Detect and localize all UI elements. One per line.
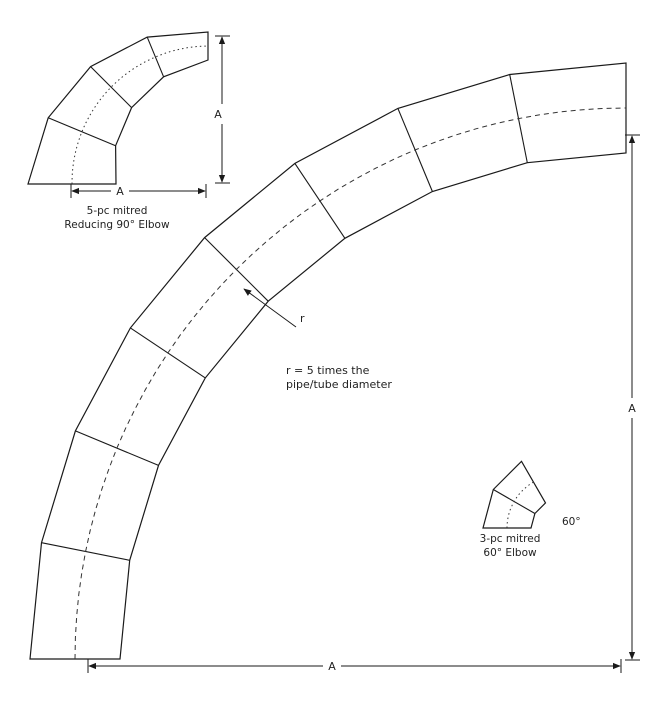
small-elbow-90: A A 5-pc mitred Reducing 90° Elbow [27,31,230,231]
small-60-caption-line1: 3-pc mitred [480,533,541,545]
large-elbow-outline [29,62,627,660]
small-60-caption-line2: 60° Elbow [483,547,537,559]
radius-arrow [243,288,297,328]
small-60-angle-label: 60° [562,516,581,528]
small-90-caption-line2: Reducing 90° Elbow [64,219,170,231]
radius-label: r [300,312,305,325]
small-elbow-60-centerline [506,481,534,528]
elbow-seam [146,36,165,78]
small-elbow-60-outline [482,460,547,529]
radius-note-line2: pipe/tube diameter [286,378,392,391]
small-elbow-90-outline [27,31,209,185]
large-dimension-horizontal-label: A [328,660,336,673]
large-elbow: r r = 5 times the pipe/tube diameter A A [29,62,640,673]
small-90-dimension-vertical-label: A [214,108,222,121]
small-elbow-60: 60° 3-pc mitred 60° Elbow [480,460,581,559]
large-dimension-vertical-label: A [628,402,636,415]
large-elbow-centerline [74,107,627,660]
large-elbow-seams [41,74,528,561]
small-90-caption-line1: 5-pc mitred [87,205,148,217]
small-elbow-90-seams [47,36,165,147]
small-elbow-90-centerline [71,45,209,185]
radius-note-line1: r = 5 times the [286,364,370,377]
elbow-seam [90,66,132,108]
elbow-seam [47,117,116,147]
small-90-dimension-horizontal-label: A [116,185,124,198]
